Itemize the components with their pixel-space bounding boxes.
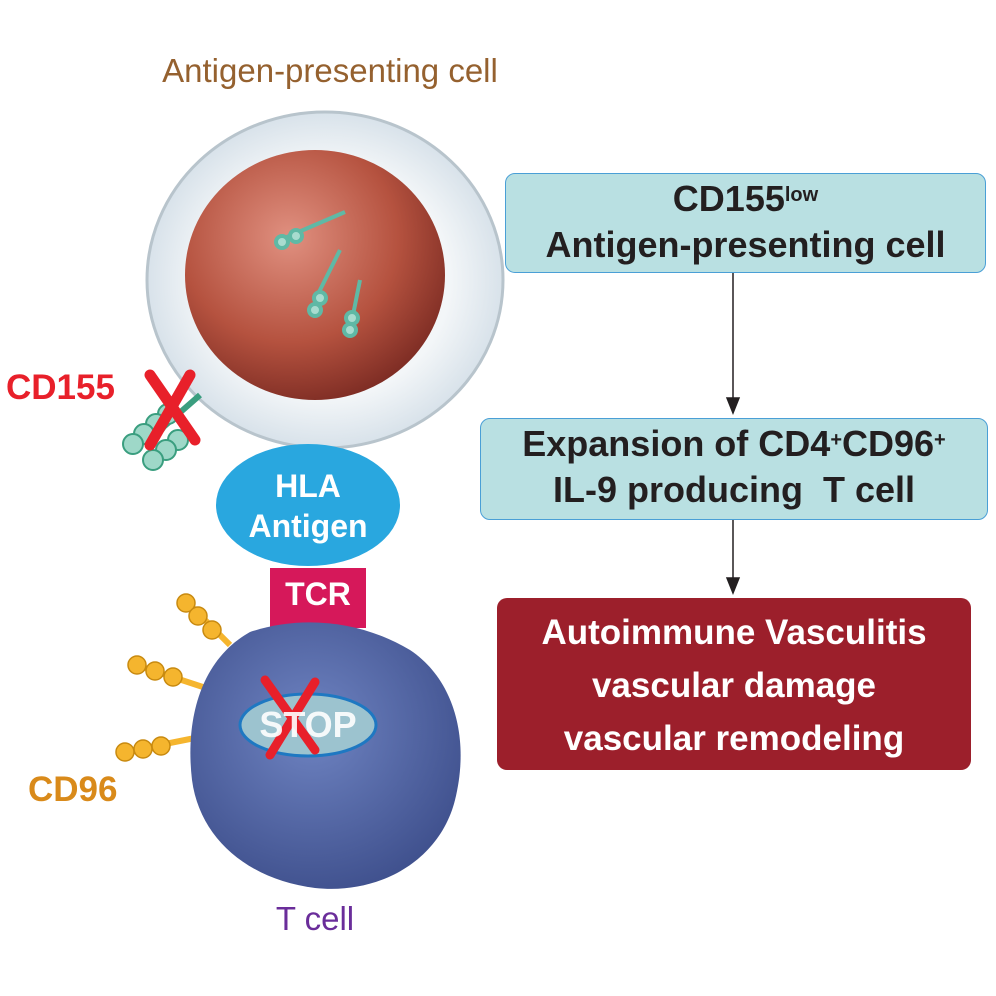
t-cell-label: T cell	[275, 900, 355, 937]
flow-box-outcome: Autoimmune Vasculitis vascular damage va…	[497, 598, 971, 770]
cd96-text: CD96	[842, 423, 935, 464]
stop-blocked-x-icon	[260, 675, 320, 760]
hla-label: HLA	[275, 468, 341, 504]
cd155-text: CD155	[672, 178, 785, 219]
low-superscript: low	[784, 184, 819, 206]
blocked-x-icon	[144, 369, 201, 451]
cd96-receptor-icon	[115, 593, 233, 762]
hla-antigen-label: HLA Antigen	[216, 466, 400, 546]
hla-antigen-shape	[216, 444, 400, 566]
outcome-line-2: vascular damage	[591, 666, 877, 705]
apc-text: Antigen-presenting cell	[545, 224, 946, 265]
flow-box-apc: CD155low Antigen-presenting cell	[505, 173, 986, 273]
tcr-label: TCR	[285, 576, 351, 612]
cd96-plus: +	[934, 429, 946, 451]
il9-text: IL-9 producing T cell	[552, 469, 916, 510]
outcome-line-1: Autoimmune Vasculitis	[541, 613, 927, 652]
antigen-presenting-cell-illustration	[145, 110, 505, 450]
outcome-line-3: vascular remodeling	[563, 719, 905, 758]
apc-title: Antigen-presenting cell	[162, 52, 498, 89]
cd155-label: CD155	[6, 368, 115, 407]
stop-label: STOP	[259, 704, 357, 745]
tcr-shape	[270, 568, 366, 628]
cd96-label: CD96	[28, 770, 118, 809]
cd4-plus: +	[830, 429, 842, 451]
flow-box-expansion: Expansion of CD4+CD96+ IL-9 producing T …	[480, 418, 988, 520]
antigen-label: Antigen	[248, 508, 368, 544]
expansion-text: Expansion of CD4	[522, 423, 831, 464]
flow-arrow	[725, 273, 741, 596]
